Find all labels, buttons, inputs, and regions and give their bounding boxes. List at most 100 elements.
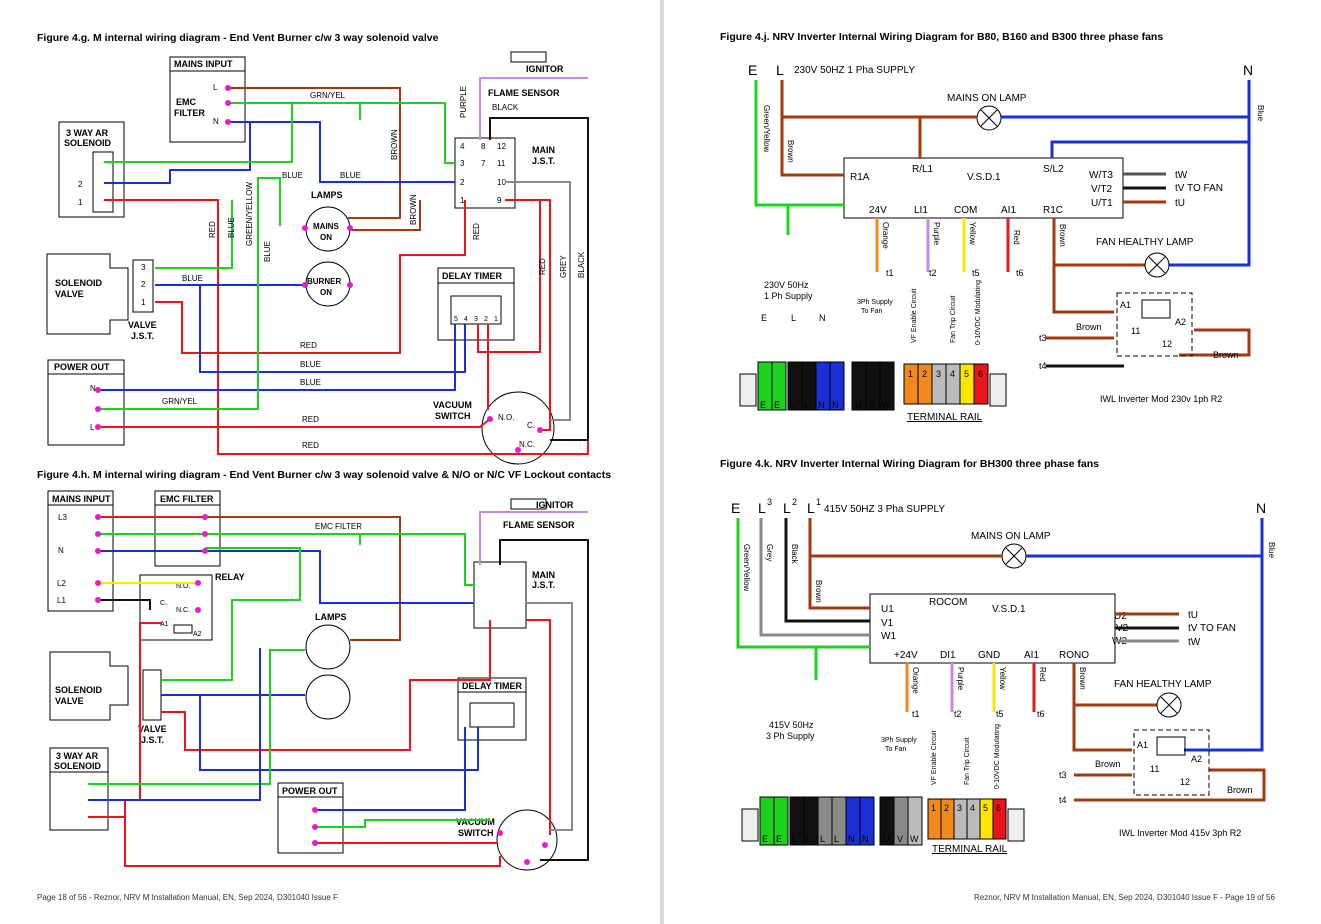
h-solenoid-3way-box <box>49 747 109 831</box>
svg-text:FAN HEALTHY LAMP: FAN HEALTHY LAMP <box>1096 237 1194 248</box>
svg-text:N.O.: N.O. <box>498 413 514 422</box>
svg-text:BURNER: BURNER <box>307 277 341 286</box>
svg-text:Blue: Blue <box>1256 105 1265 122</box>
rail-end-left <box>739 373 757 407</box>
svg-text:AI1: AI1 <box>1024 650 1039 661</box>
svg-text:MAINS INPUT: MAINS INPUT <box>52 494 111 504</box>
svg-text:Orange: Orange <box>881 222 890 249</box>
svg-text:4: 4 <box>970 803 975 813</box>
svg-text:RED: RED <box>302 441 319 450</box>
svg-text:11: 11 <box>497 159 506 168</box>
svg-text:L: L <box>791 313 796 323</box>
right-page: Figure 4.j. NRV Inverter Internal Wiring… <box>664 0 1321 924</box>
svg-text:EMC FILTER: EMC FILTER <box>315 522 362 531</box>
svg-text:MAINS ON LAMP: MAINS ON LAMP <box>971 531 1051 542</box>
svg-text:Blue: Blue <box>1267 542 1276 559</box>
svg-text:VACUUM: VACUUM <box>433 400 472 410</box>
svg-text:S/L2: S/L2 <box>1043 164 1064 175</box>
svg-text:3 Ph Supply: 3 Ph Supply <box>766 731 815 741</box>
svg-text:RELAY: RELAY <box>215 572 245 582</box>
svg-text:E: E <box>760 400 766 410</box>
svg-text:VF Enable Circuit: VF Enable Circuit <box>911 288 918 343</box>
svg-text:12: 12 <box>1162 339 1172 349</box>
svg-text:MAINS: MAINS <box>313 222 339 231</box>
svg-text:GREY: GREY <box>559 255 568 278</box>
svg-text:t5: t5 <box>996 709 1004 719</box>
svg-text:E: E <box>762 834 768 844</box>
svg-text:IGNITOR: IGNITOR <box>536 500 574 510</box>
svg-text:1: 1 <box>908 369 913 379</box>
svg-text:L: L <box>90 423 95 432</box>
svg-text:L: L <box>758 500 766 516</box>
svg-text:E: E <box>731 500 740 516</box>
svg-text:9: 9 <box>497 196 502 205</box>
svg-text:SOLENOID: SOLENOID <box>54 761 102 771</box>
vacuum-switch <box>481 391 555 465</box>
solenoid-valve-shape <box>46 253 129 335</box>
svg-text:GND: GND <box>978 650 1000 661</box>
svg-text:t2: t2 <box>954 709 962 719</box>
svg-text:Brown: Brown <box>1078 667 1087 690</box>
figure-4g-title: Figure 4.g. M internal wiring diagram - … <box>37 32 439 44</box>
svg-text:IWL Inverter Mod 230v 1ph R2: IWL Inverter Mod 230v 1ph R2 <box>1100 394 1222 404</box>
svg-text:2: 2 <box>460 178 465 187</box>
svg-text:Brown: Brown <box>814 580 823 603</box>
svg-text:BLACK: BLACK <box>492 103 519 112</box>
svg-text:12: 12 <box>1180 777 1190 787</box>
svg-text:Brown: Brown <box>1095 759 1121 769</box>
svg-text:Red: Red <box>1038 667 1047 682</box>
svg-text:N: N <box>819 313 826 323</box>
relay-j <box>1116 292 1193 357</box>
svg-text:VALVE: VALVE <box>55 289 84 299</box>
svg-text:tV TO FAN: tV TO FAN <box>1175 183 1223 194</box>
svg-text:RED: RED <box>472 223 481 240</box>
svg-text:Brown: Brown <box>1227 785 1253 795</box>
svg-text:RED: RED <box>538 258 547 275</box>
svg-text:AI1: AI1 <box>1001 205 1016 216</box>
svg-text:W/T3: W/T3 <box>1089 170 1113 181</box>
svg-text:BLUE: BLUE <box>263 241 272 262</box>
svg-text:Black: Black <box>790 544 799 565</box>
svg-text:U2: U2 <box>1114 611 1127 622</box>
svg-text:GRN/YEL: GRN/YEL <box>162 397 198 406</box>
svg-text:8: 8 <box>481 142 486 151</box>
svg-text:ROCOM: ROCOM <box>929 597 967 608</box>
svg-text:VALVE: VALVE <box>55 696 84 706</box>
mains-input-label: MAINS INPUT <box>174 59 233 69</box>
svg-text:TERMINAL RAIL: TERMINAL RAIL <box>907 412 983 423</box>
svg-text:V/T2: V/T2 <box>1091 184 1113 195</box>
fan-healthy-lamp-symbol <box>1144 252 1170 278</box>
svg-text:t5: t5 <box>972 268 980 278</box>
svg-text:LAMPS: LAMPS <box>311 190 343 200</box>
svg-text:10: 10 <box>497 178 506 187</box>
svg-text:Red: Red <box>1012 230 1021 245</box>
svg-text:IGNITOR: IGNITOR <box>526 64 564 74</box>
svg-text:N: N <box>1256 500 1266 516</box>
svg-text:U/T1: U/T1 <box>1091 198 1113 209</box>
svg-text:W: W <box>910 834 919 844</box>
svg-text:U: U <box>855 400 862 410</box>
svg-text:E: E <box>761 313 767 323</box>
svg-text:Yellow: Yellow <box>998 667 1007 690</box>
svg-text:POWER OUT: POWER OUT <box>54 362 110 372</box>
svg-text:2: 2 <box>78 180 83 189</box>
svg-text:V: V <box>869 400 875 410</box>
svg-text:PURPLE: PURPLE <box>459 86 468 118</box>
svg-text:5: 5 <box>983 803 988 813</box>
svg-text:V1: V1 <box>881 618 894 629</box>
main-jst-box <box>454 137 516 209</box>
svg-text:L: L <box>820 834 825 844</box>
svg-text:SOLENOID: SOLENOID <box>64 138 112 148</box>
h-mains-on-lamp <box>305 624 351 670</box>
svg-text:E: E <box>748 62 757 78</box>
svg-text:1: 1 <box>78 198 83 207</box>
h-main-jst-box <box>473 561 527 629</box>
svg-text:FLAME SENSOR: FLAME SENSOR <box>488 88 560 98</box>
svg-text:EMC: EMC <box>176 97 197 107</box>
h-burner-on-lamp <box>305 674 351 720</box>
svg-text:tU: tU <box>1188 610 1198 621</box>
svg-text:0-10VDC Modulating: 0-10VDC Modulating <box>975 280 982 345</box>
svg-text:BLUE: BLUE <box>300 360 321 369</box>
svg-text:MAINS ON LAMP: MAINS ON LAMP <box>947 93 1027 104</box>
svg-text:BLUE: BLUE <box>227 217 236 238</box>
